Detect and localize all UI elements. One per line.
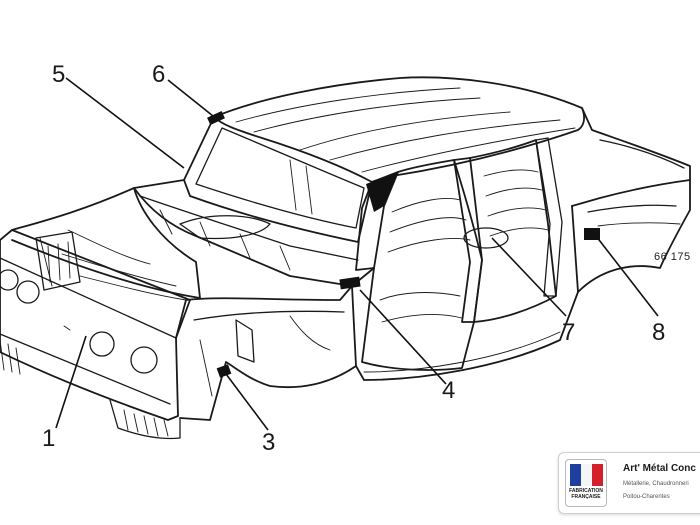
callout-3-marker xyxy=(216,364,232,378)
brand-tagline: Métallerie, Chaudronneri xyxy=(623,481,689,487)
reference-code: 66 175 xyxy=(654,251,691,263)
callout-3: 3 xyxy=(262,429,275,456)
roof-panel xyxy=(213,76,585,183)
callout-4-leader xyxy=(359,289,447,385)
flag-red-stripe xyxy=(592,464,603,486)
callout-8-marker xyxy=(584,228,600,240)
brand-card[interactable]: FABRICATION FRANÇAISE Art' Métal Conc Mé… xyxy=(558,452,700,514)
brand-region: Poitou-Charentes xyxy=(623,494,670,500)
front-bulkhead xyxy=(133,179,375,287)
front-valance xyxy=(109,399,181,440)
a-pillar-joint-marker xyxy=(366,172,398,212)
flag-blue-stripe xyxy=(570,464,581,486)
rear-door-opening xyxy=(469,139,557,323)
callout-8-leader xyxy=(595,235,659,317)
callout-leaders xyxy=(55,77,659,431)
callout-4: 4 xyxy=(442,377,455,404)
badge-line-2: FRANÇAISE xyxy=(571,494,601,500)
callout-1: 1 xyxy=(42,425,55,452)
callout-labels: 1 3 4 5 6 7 8 66 175 xyxy=(42,61,691,456)
callout-5: 5 xyxy=(52,61,65,88)
flag-white-stripe xyxy=(581,464,592,486)
front-inner-wing xyxy=(175,285,357,421)
brand-name: Art' Métal Conc xyxy=(623,463,696,474)
fabrication-francaise-badge: FABRICATION FRANÇAISE xyxy=(565,459,607,507)
car-body-drawing xyxy=(0,76,691,440)
badge-text: FABRICATION FRANÇAISE xyxy=(566,488,606,500)
callout-3-leader xyxy=(225,373,269,431)
callout-8: 8 xyxy=(652,319,665,346)
callout-6: 6 xyxy=(152,61,165,88)
rear-quarter-panel xyxy=(571,179,691,293)
engine-bay xyxy=(11,187,201,299)
callout-4-marker xyxy=(339,276,361,290)
front-panel xyxy=(0,229,191,421)
callout-6-leader xyxy=(167,79,219,121)
side-sill xyxy=(355,291,579,381)
badge-line-1: FABRICATION xyxy=(569,488,603,494)
callout-5-leader xyxy=(65,77,185,169)
windshield-frame xyxy=(183,116,373,243)
callout-6-marker xyxy=(207,110,225,126)
callout-1-leader xyxy=(55,335,87,429)
rear-deck xyxy=(571,107,691,207)
callout-7-leader xyxy=(491,237,567,317)
callout-7: 7 xyxy=(562,319,575,346)
